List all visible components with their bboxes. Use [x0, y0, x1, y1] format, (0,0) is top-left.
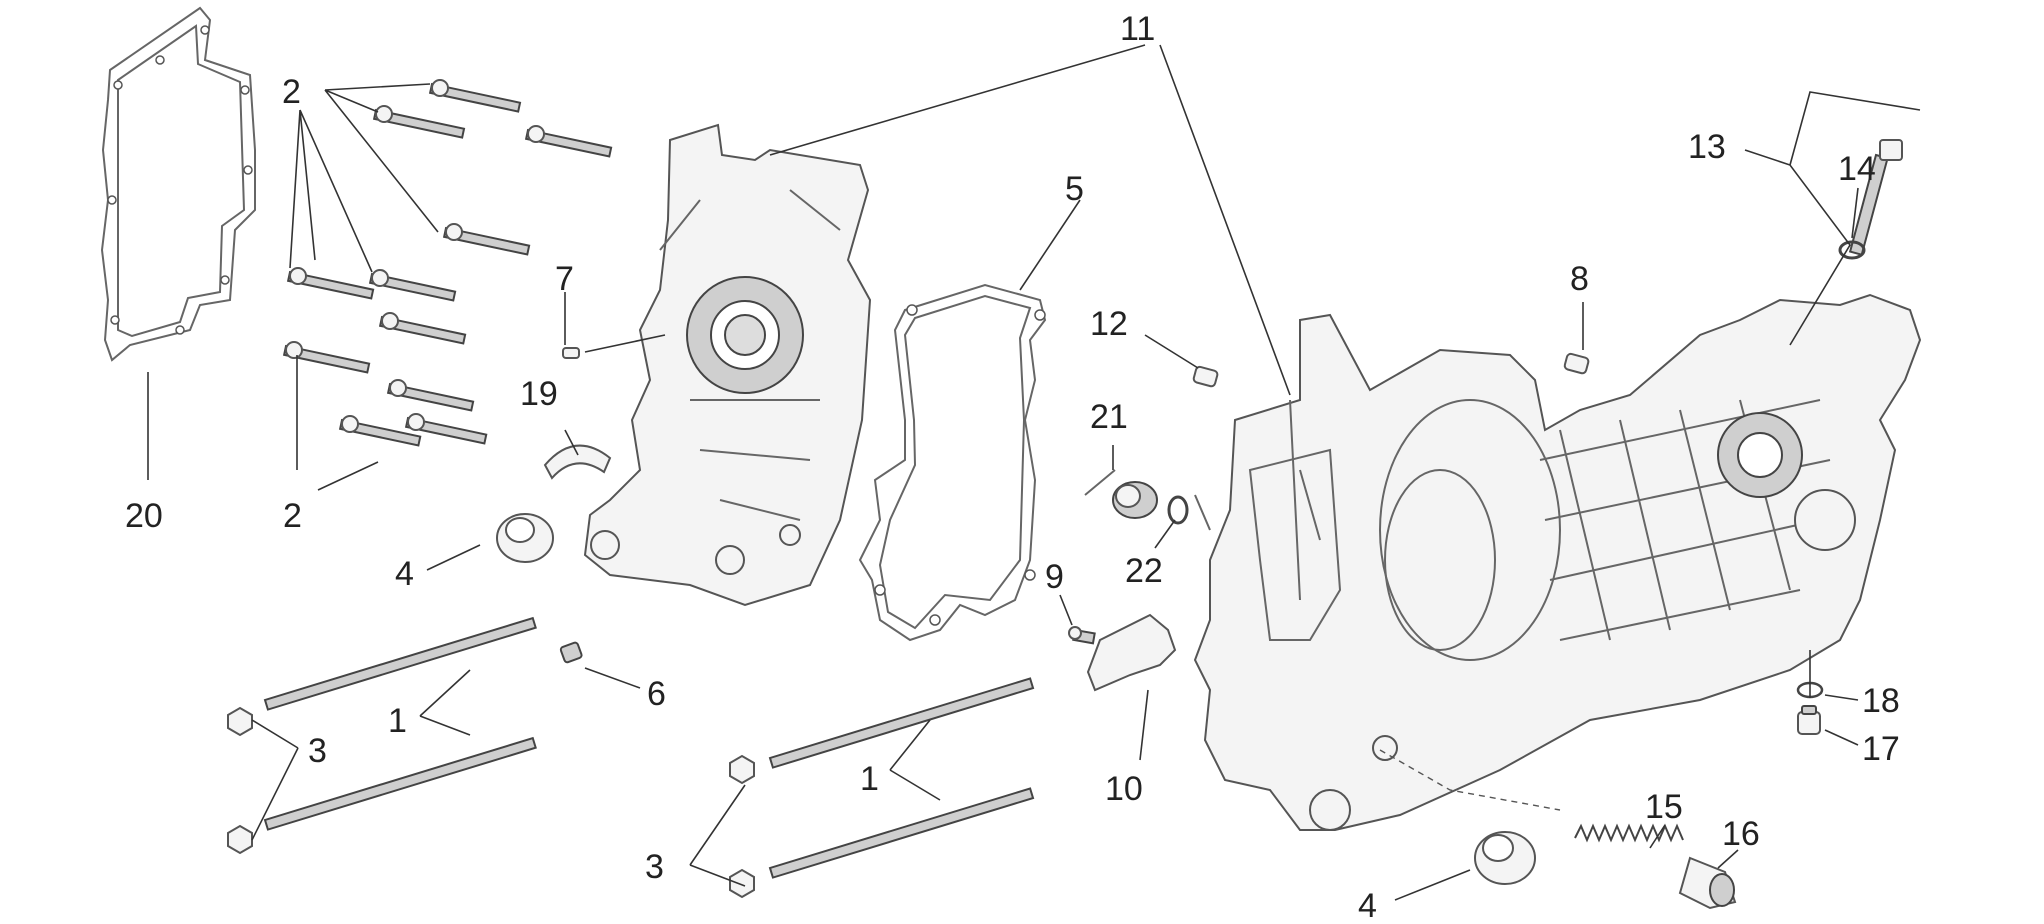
label-9: 9: [1045, 558, 1064, 596]
nuts-3: [227, 706, 755, 899]
label-1-left: 1: [388, 702, 407, 740]
label-19: 19: [520, 375, 558, 413]
label-20: 20: [125, 497, 163, 535]
label-16: 16: [1722, 815, 1760, 853]
label-6: 6: [647, 675, 666, 713]
label-15: 15: [1645, 788, 1683, 826]
label-5: 5: [1065, 170, 1084, 208]
screw-9: [1068, 626, 1096, 645]
label-10: 10: [1105, 770, 1143, 808]
spring-15: [1574, 823, 1684, 843]
o-ring-22: [1167, 495, 1189, 525]
label-4-right: 4: [1358, 887, 1377, 924]
label-22: 22: [1125, 552, 1163, 590]
label-3-right: 3: [645, 848, 664, 886]
right-crankcase-half: [1193, 293, 1922, 831]
label-1-right: 1: [860, 760, 879, 798]
label-7: 7: [555, 260, 574, 298]
studs-1: [263, 616, 1035, 879]
label-3-left: 3: [308, 732, 327, 770]
label-17: 17: [1862, 730, 1900, 768]
plunger-16: [1678, 856, 1737, 910]
part-number-labels: 2 2 20 11 5 7 19 4 6 1 3 1 3 21 22 12 9 …: [125, 10, 1900, 924]
o-ring-14: [1838, 240, 1866, 260]
dowel-6: [559, 641, 583, 664]
leader-lines: [147, 44, 1921, 901]
bushes-4: [496, 513, 1536, 885]
label-13: 13: [1688, 128, 1726, 166]
label-2-bottom: 2: [283, 497, 302, 535]
label-2-top: 2: [282, 73, 301, 111]
bolt-13: [1848, 139, 1903, 256]
label-11: 11: [1120, 10, 1155, 48]
screws-2: [282, 79, 613, 447]
plug-17: [1797, 705, 1821, 735]
left-crankcase-half: [583, 123, 872, 607]
bearing-shell-19: [543, 444, 612, 480]
label-4-left: 4: [395, 555, 414, 593]
dowels: [562, 347, 1590, 388]
plate-10: [1086, 613, 1177, 692]
gasket-5: [858, 283, 1047, 642]
label-12: 12: [1090, 305, 1128, 343]
label-18: 18: [1862, 682, 1900, 720]
label-21: 21: [1090, 398, 1128, 436]
label-8: 8: [1570, 260, 1589, 298]
bushing-21: [1084, 469, 1211, 531]
gasket-20: [100, 6, 256, 362]
label-14: 14: [1838, 150, 1876, 188]
